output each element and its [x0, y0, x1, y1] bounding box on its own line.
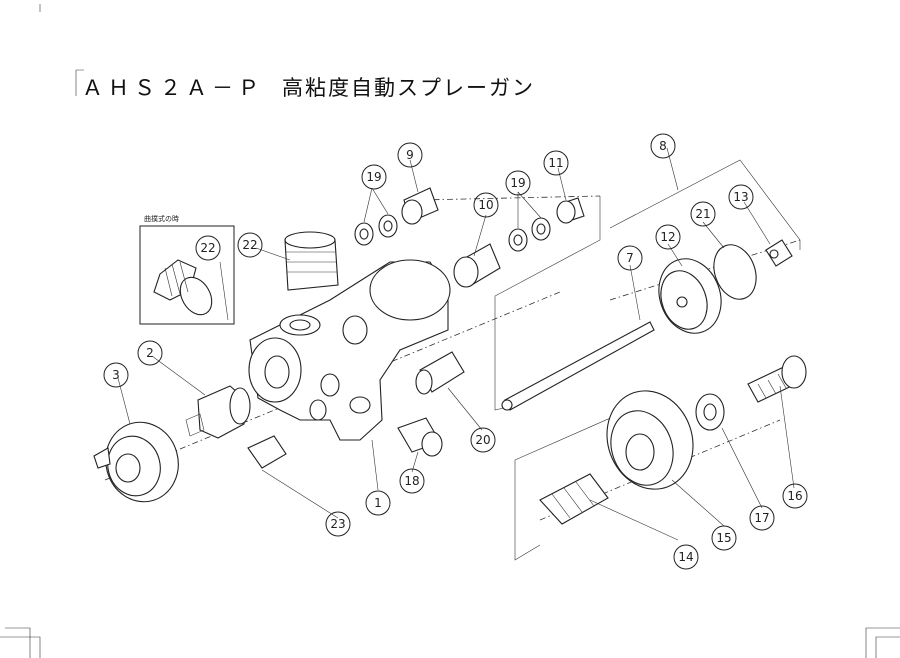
plug-23 [247, 435, 287, 469]
svg-text:12: 12 [660, 230, 675, 244]
needle-7 [501, 321, 655, 411]
callouts: 1 2 3 7 8 9 10 11 12 13 14 15 16 17 18 1… [103, 133, 808, 570]
gun-body-1 [248, 259, 451, 441]
callout-22-inset: 22 [195, 235, 221, 261]
crop-marks [0, 4, 900, 658]
inset-caption: 曲撲式の時 [144, 215, 179, 223]
callout-1: 1 [365, 490, 391, 516]
callout-13: 13 [728, 184, 754, 210]
callout-14: 14 [673, 544, 699, 570]
o-ring-21 [713, 244, 757, 300]
callout-7: 7 [617, 245, 643, 271]
svg-text:9: 9 [406, 148, 414, 162]
svg-text:10: 10 [478, 198, 493, 212]
svg-text:11: 11 [548, 156, 563, 170]
callout-11: 11 [543, 150, 569, 176]
fitting-9 [401, 187, 439, 225]
svg-text:23: 23 [330, 517, 345, 531]
callout-22-main: 22 [237, 232, 263, 258]
svg-text:7: 7 [626, 251, 634, 265]
inset-box [139, 225, 235, 325]
svg-text:18: 18 [404, 474, 419, 488]
svg-text:22: 22 [200, 241, 215, 255]
product-name: 高粘度自動スプレーガン [282, 76, 535, 100]
washers-19-right [508, 217, 551, 252]
callout-19-right: 19 [505, 170, 531, 196]
fitting-22-inset [153, 259, 213, 316]
callout-9: 9 [397, 142, 423, 168]
svg-text:17: 17 [754, 511, 769, 525]
svg-text:2: 2 [146, 346, 154, 360]
svg-text:15: 15 [716, 531, 731, 545]
fitting-18 [397, 417, 443, 457]
nut-17 [695, 393, 725, 431]
svg-text:13: 13 [733, 190, 748, 204]
fitting-10 [453, 243, 501, 288]
fitting-11 [556, 197, 585, 224]
callout-18: 18 [399, 468, 425, 494]
page-title: ＡＨＳ２Ａ－Ｐ 高粘度自動スプレーガン [82, 72, 535, 102]
svg-text:16: 16 [787, 489, 802, 503]
svg-text:1: 1 [374, 496, 382, 510]
svg-text:14: 14 [678, 550, 693, 564]
nozzle-2 [185, 385, 251, 439]
callout-16: 16 [782, 483, 808, 509]
svg-text:19: 19 [510, 176, 525, 190]
callout-23: 23 [325, 511, 351, 537]
svg-text:21: 21 [695, 207, 710, 221]
spring-14 [539, 473, 609, 525]
callout-12: 12 [655, 224, 681, 250]
piston-12 [658, 258, 722, 334]
svg-text:22: 22 [242, 238, 257, 252]
washers-19-left [354, 214, 398, 246]
screw-16 [747, 355, 807, 403]
svg-text:19: 19 [366, 170, 381, 184]
fitting-22 [284, 231, 339, 291]
svg-text:8: 8 [659, 139, 667, 153]
callout-19-left: 19 [361, 164, 387, 190]
model-code: ＡＨＳ２Ａ－Ｐ [82, 76, 264, 100]
callout-2: 2 [137, 340, 163, 366]
callout-10: 10 [473, 192, 499, 218]
callout-15: 15 [711, 525, 737, 551]
callout-20: 20 [470, 427, 496, 453]
air-cap-3 [93, 421, 179, 503]
nut-13 [765, 239, 793, 267]
callout-21: 21 [690, 201, 716, 227]
cylinder-cap-15 [606, 390, 694, 490]
callout-17: 17 [749, 505, 775, 531]
callout-3: 3 [103, 362, 129, 388]
fitting-20 [415, 351, 465, 395]
leader-lines [117, 147, 795, 541]
svg-text:3: 3 [112, 368, 120, 382]
callout-8: 8 [650, 133, 676, 159]
svg-text:20: 20 [475, 433, 490, 447]
